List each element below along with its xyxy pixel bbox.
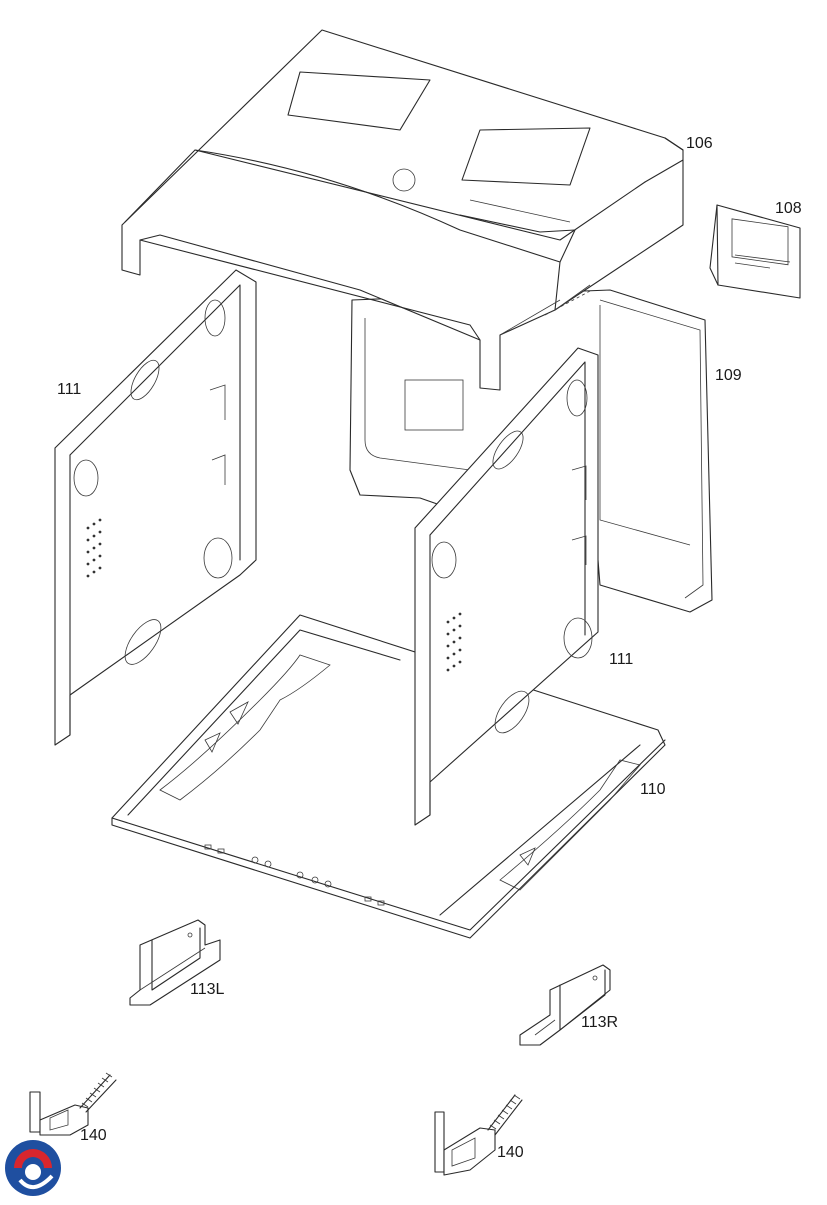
part-106-top-cover xyxy=(121,29,684,391)
part-113L-left-bracket xyxy=(129,919,221,1006)
part-140-left-hinge xyxy=(29,1072,117,1136)
brand-logo xyxy=(5,1140,61,1196)
vent-dots-left xyxy=(86,518,102,578)
callout-106: 106 xyxy=(686,135,713,152)
callout-111-left: 111 xyxy=(57,381,82,398)
part-108-control-box xyxy=(709,204,801,299)
callout-111-right: 111 xyxy=(609,651,634,668)
callout-110: 110 xyxy=(640,781,666,798)
part-111-right-side-panel xyxy=(414,347,599,826)
part-110-base-frame xyxy=(111,614,666,939)
callout-113L: 113L xyxy=(190,981,225,998)
callout-140-right: 140 xyxy=(497,1144,524,1161)
part-111-left-side-panel xyxy=(54,269,257,746)
callout-109: 109 xyxy=(715,367,742,384)
callout-113R: 113R xyxy=(581,1014,619,1031)
base-front-holes xyxy=(204,844,385,906)
callout-140-left: 140 xyxy=(80,1127,107,1144)
vent-dots-right xyxy=(446,612,462,672)
part-113R-right-bracket xyxy=(519,964,611,1046)
callout-108: 108 xyxy=(775,200,802,217)
part-140-right-hinge xyxy=(434,1094,523,1176)
